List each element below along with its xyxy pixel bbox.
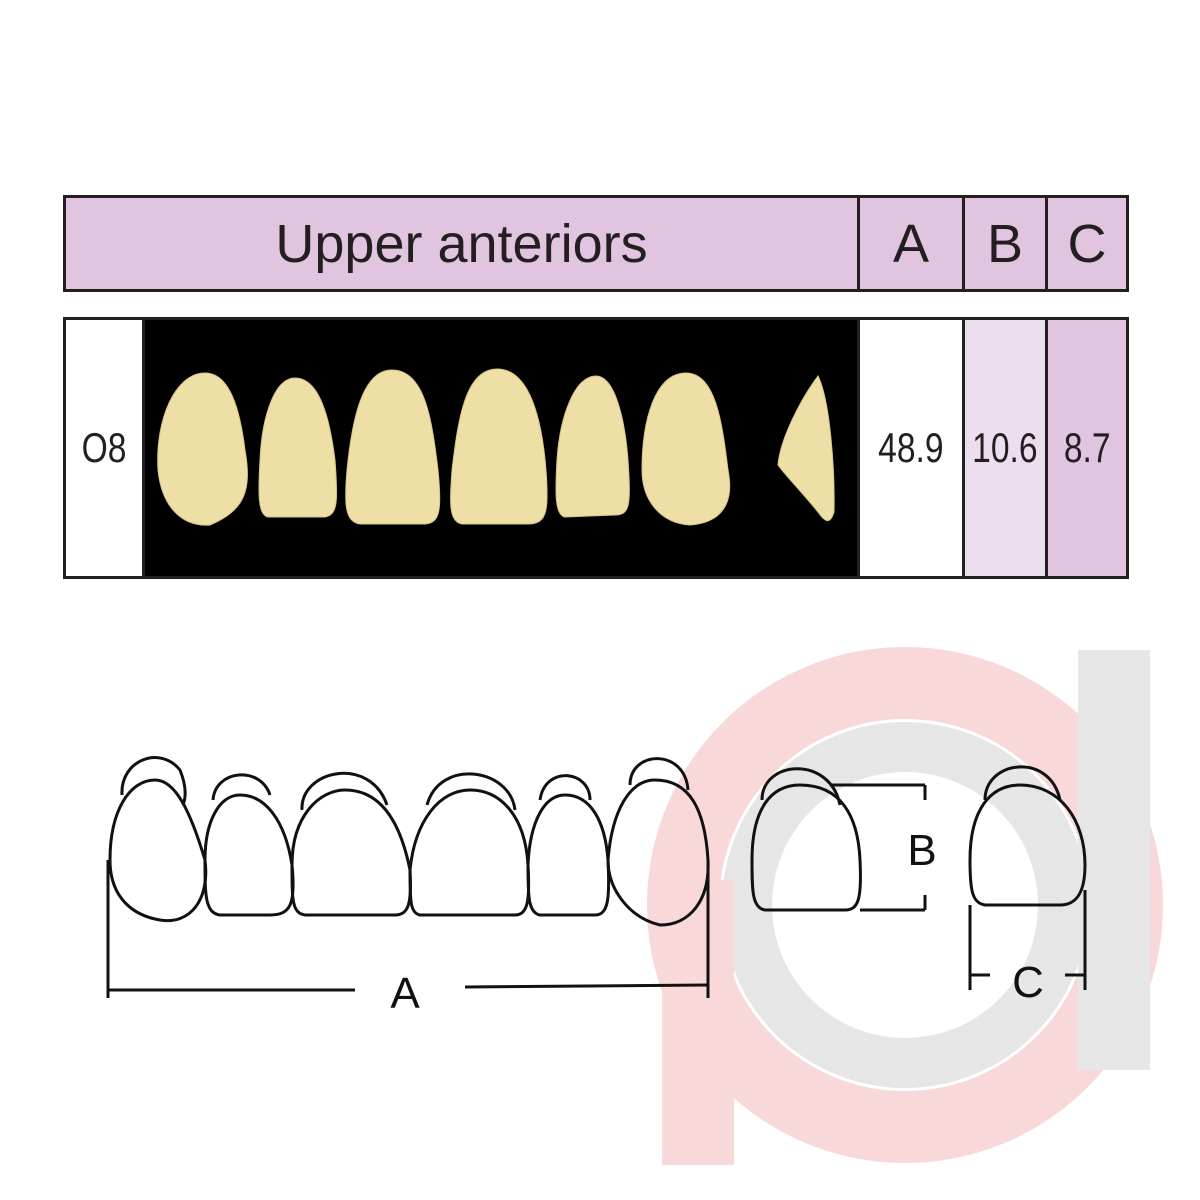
header-col-a: A — [857, 195, 965, 292]
tooth-5 — [555, 375, 630, 518]
header-col-a-text: A — [892, 213, 930, 274]
header-col-b: B — [962, 195, 1048, 292]
header-title: Upper anteriors — [63, 195, 860, 292]
mould-cell: O8 — [63, 317, 145, 579]
tooth-4 — [450, 368, 548, 525]
diagram-label-b: B — [907, 826, 936, 875]
dimension-b-cell: 10.6 — [962, 317, 1048, 579]
teeth-photo — [142, 317, 860, 579]
header-col-c: C — [1045, 195, 1129, 292]
header-col-c-text: C — [1067, 213, 1107, 274]
dimension-b-value: 10.6 — [972, 424, 1038, 471]
dimension-c-cell: 8.7 — [1045, 317, 1129, 579]
tooth-6 — [641, 372, 731, 526]
tooth-3 — [345, 369, 441, 525]
header-title-text: Upper anteriors — [275, 213, 648, 274]
header-col-b-text: B — [986, 213, 1024, 274]
dimension-c-value: 8.7 — [1063, 424, 1111, 471]
dimension-a-value: 48.9 — [878, 424, 944, 471]
teeth-image — [157, 368, 835, 526]
tooth-profile — [777, 375, 835, 522]
mould-code: O8 — [81, 424, 127, 471]
diagram-label-a: A — [390, 969, 420, 1018]
tooth-1 — [157, 372, 248, 526]
tooth-2 — [258, 377, 338, 518]
diagram-label-c: C — [1012, 958, 1044, 1007]
